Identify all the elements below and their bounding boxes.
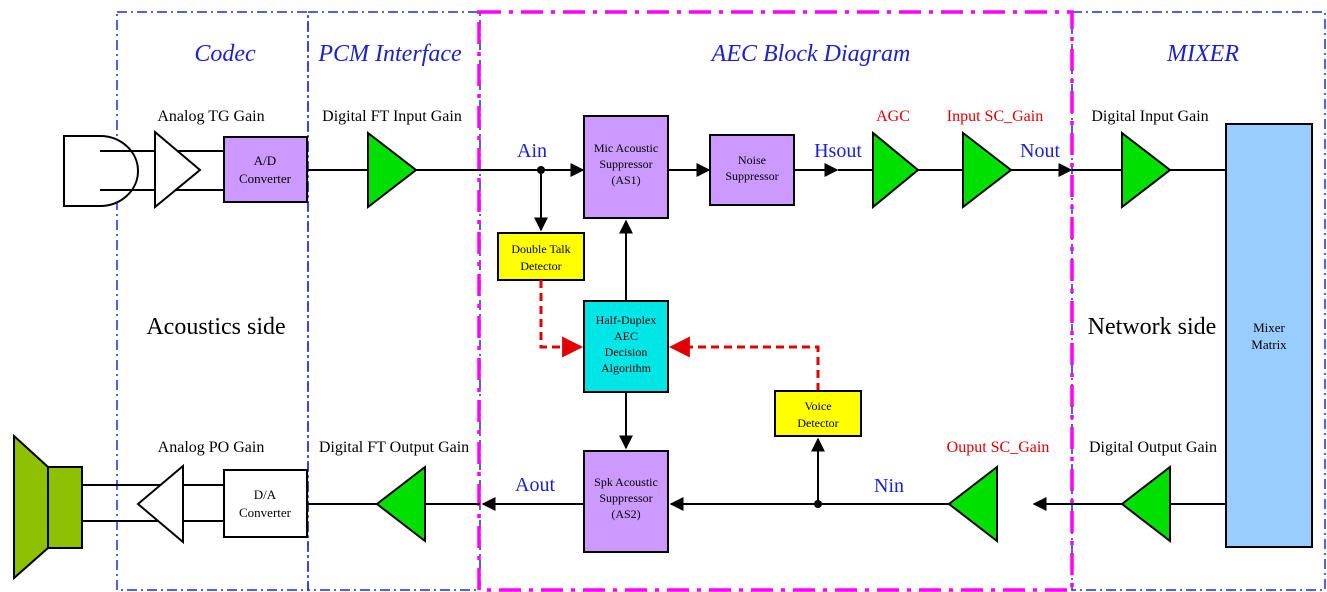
mic-as-line2: Suppressor [599,157,652,171]
codec-section-frame [116,11,309,591]
digital-ft-input-gain-triangle [367,130,418,210]
double-talk-detector-block [497,232,585,281]
digital-ft-output-gain-triangle [375,464,426,544]
mixer-title: MIXER [1166,41,1239,67]
da-converter-block [223,469,308,538]
microphone-icon [63,135,139,207]
digital-ft-input-gain-label: Digital FT Input Gain [322,108,462,125]
digital-output-gain-triangle [1120,464,1171,544]
hd-line1: Half-Duplex [596,313,657,327]
dtd-line1: Double Talk [511,242,570,256]
spk-as-line2: Suppressor [599,491,652,505]
pcm-title: PCM Interface [317,41,462,67]
analog-tg-gain-label: Analog TG Gain [157,108,264,125]
spk-acoustic-suppressor-block [583,450,669,553]
aec-title: AEC Block Diagram [710,41,911,67]
mixer-matrix-line1: Mixer [1253,320,1285,335]
mixer-matrix-line2: Matrix [1251,337,1287,352]
mic-as-line1: Mic Acoustic [594,141,658,155]
spk-as-line3: (AS2) [611,507,640,521]
voice-detector-line1: Voice [804,399,831,413]
digital-input-gain-label: Digital Input Gain [1091,108,1208,125]
nout-label: Nout [1020,140,1060,162]
digital-ft-output-gain-label: Digital FT Output Gain [319,439,469,456]
analog-po-gain-label: Analog PO Gain [158,439,265,456]
ain-label: Ain [517,140,547,162]
analog-po-gain-triangle [136,463,184,545]
ad-converter-line1: A/D [254,153,276,168]
ad-converter-line2: Converter [239,171,292,186]
acoustics-side-label: Acoustics side [146,314,285,340]
digital-output-gain-label: Digital Output Gain [1089,439,1217,456]
voice-to-hd-dashed [668,336,820,391]
voice-detector-block [774,390,862,437]
ouput-sc-gain-label: Ouput SC_Gain [947,439,1050,456]
aec-section-frame [477,10,1074,592]
hd-line3: Decision [605,345,648,359]
speaker-body-icon [47,466,83,549]
mic-as-line3: (AS1) [611,173,640,187]
digital-input-gain-triangle [1121,130,1172,210]
dtd-to-hd-dashed [539,280,584,358]
network-side-label: Network side [1088,314,1217,340]
hd-line4: Algorithm [601,361,652,375]
spk-as-line1: Spk Acoustic [594,475,658,489]
noise-suppressor-line1: Noise [738,153,766,167]
da-converter-line2: Converter [239,505,292,520]
mic-acoustic-suppressor-block [583,115,669,219]
ouput-sc-gain-triangle [947,464,998,544]
nin-label: Nin [874,475,904,497]
analog-tg-gain-triangle [154,129,202,210]
da-converter-line1: D/A [254,487,277,502]
aout-label: Aout [515,474,555,496]
input-sc-gain-triangle [962,130,1013,210]
noise-suppressor-line2: Suppressor [725,169,778,183]
hsout-label: Hsout [814,140,862,162]
hd-line2: AEC [614,329,638,343]
agc-triangle [872,130,920,210]
mixer-section-frame [1071,11,1326,591]
codec-title: Codec [194,41,256,67]
dtd-line2: Detector [520,259,561,273]
mixer-matrix-block [1225,123,1313,548]
ad-converter-block [223,136,308,203]
voice-detector-line2: Detector [797,416,838,430]
input-sc-gain-label: Input SC_Gain [947,108,1043,125]
agc-label: AGC [876,108,910,125]
speaker-cone-icon [13,433,49,581]
pcm-section-frame [307,11,481,591]
